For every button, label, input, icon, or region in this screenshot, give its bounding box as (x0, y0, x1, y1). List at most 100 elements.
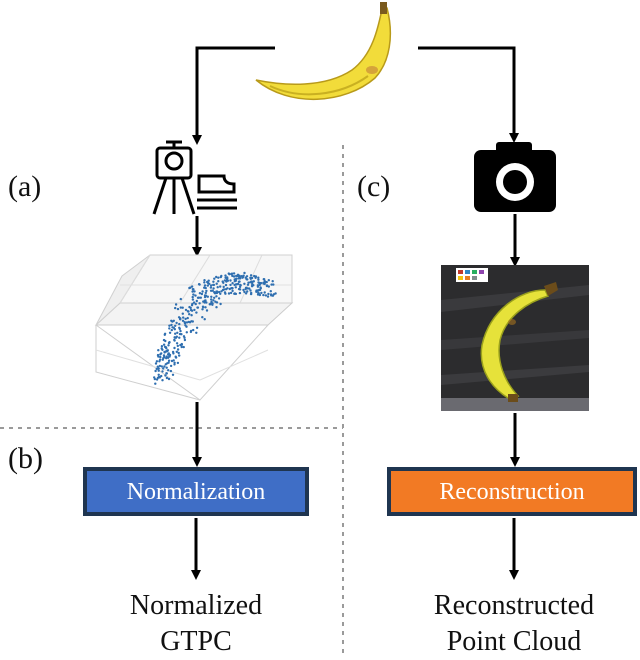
point-cloud-point (195, 326, 199, 329)
point-cloud-point (162, 354, 166, 357)
point-cloud-point (168, 331, 172, 334)
point-cloud-point (170, 323, 173, 327)
point-cloud-point (217, 276, 220, 279)
point-cloud-point (272, 283, 275, 286)
point-cloud-point (265, 284, 269, 288)
point-cloud-point (231, 287, 234, 290)
point-cloud-point (191, 320, 194, 323)
point-cloud-point (172, 352, 175, 355)
point-cloud-point (210, 295, 213, 298)
point-cloud-point (181, 319, 185, 322)
point-cloud-point (205, 309, 209, 312)
point-cloud-point (157, 349, 160, 352)
point-cloud-point (165, 372, 168, 375)
point-cloud-point (184, 317, 187, 321)
point-cloud-point (178, 354, 181, 357)
point-cloud-point (159, 353, 162, 356)
point-cloud-point (229, 291, 233, 295)
point-cloud-point (203, 299, 206, 302)
point-cloud-point (183, 321, 186, 324)
point-cloud-point (245, 278, 248, 281)
point-cloud-point (167, 361, 170, 364)
point-cloud-point (180, 343, 183, 346)
point-cloud-point (226, 279, 230, 282)
point-cloud-point (160, 365, 163, 368)
point-cloud-point (164, 339, 167, 343)
point-cloud-point (180, 345, 183, 349)
point-cloud-point (213, 291, 216, 294)
point-cloud-point (200, 292, 204, 296)
banana-photo (441, 265, 589, 411)
point-cloud-point (197, 296, 201, 299)
point-cloud-point (192, 293, 195, 296)
output-left-line2: GTPC (160, 626, 232, 657)
point-cloud-point (224, 288, 228, 291)
point-cloud-point (240, 275, 243, 278)
laser-scanner-icon (152, 140, 237, 215)
point-cloud-point (224, 283, 228, 287)
point-cloud-point (228, 273, 231, 276)
point-cloud-point (243, 282, 246, 285)
point-cloud-point (212, 287, 215, 290)
point-cloud-point (256, 293, 260, 296)
point-cloud-point (206, 284, 209, 287)
point-cloud-point (242, 288, 245, 292)
reconstruction-box: Reconstruction (387, 467, 637, 516)
banana-image (255, 2, 392, 100)
normalization-box: Normalization (83, 467, 309, 516)
point-cloud-point (162, 367, 165, 370)
point-cloud-point (263, 291, 266, 294)
reconstruction-label: Reconstruction (439, 479, 584, 505)
point-cloud-point (181, 312, 184, 315)
point-cloud-point (153, 376, 156, 379)
point-cloud-point (215, 282, 218, 285)
point-cloud-point (218, 290, 221, 294)
point-cloud-point (198, 302, 201, 305)
point-cloud-point (167, 341, 171, 345)
point-cloud-point (249, 277, 252, 280)
point-cloud-point (244, 292, 248, 295)
point-cloud-point (233, 278, 236, 281)
point-cloud-point (154, 362, 158, 365)
point-cloud-point (178, 332, 182, 336)
point-cloud-point (160, 345, 164, 348)
point-cloud-point (178, 322, 181, 326)
point-cloud-point (164, 374, 167, 377)
point-cloud-point (155, 378, 159, 381)
point-cloud-point (203, 295, 207, 299)
point-cloud-point (257, 276, 260, 279)
point-cloud-point (206, 295, 209, 298)
point-cloud-point (204, 291, 207, 295)
point-cloud-point (219, 302, 222, 306)
point-cloud-point (259, 282, 262, 285)
point-cloud-point (160, 374, 163, 378)
point-cloud-point (263, 278, 266, 281)
point-cloud-point (198, 283, 201, 286)
point-cloud-point (158, 360, 161, 363)
point-cloud-point (233, 292, 237, 295)
point-cloud-point (192, 301, 196, 304)
point-cloud-point (158, 364, 162, 368)
point-cloud-point (167, 377, 171, 381)
point-cloud-point (248, 287, 251, 290)
point-cloud-point (239, 284, 242, 287)
point-cloud-plot (94, 254, 294, 401)
point-cloud-point (184, 308, 188, 312)
point-cloud-point (231, 289, 234, 293)
point-cloud-point (213, 296, 216, 299)
point-cloud-point (249, 274, 253, 277)
point-cloud-point (201, 308, 204, 311)
point-cloud-point (190, 309, 194, 312)
point-cloud-point (269, 290, 272, 293)
arrow-to-camera (418, 46, 519, 143)
point-cloud-point (154, 382, 157, 385)
point-cloud-point (227, 292, 231, 295)
point-cloud-point (219, 292, 222, 295)
point-cloud-point (257, 278, 260, 281)
point-cloud-point (194, 294, 197, 297)
panel-label-c: (c) (357, 170, 390, 203)
point-cloud-point (245, 275, 249, 278)
point-cloud-point (173, 346, 176, 350)
point-cloud-point (207, 279, 210, 282)
point-cloud-point (173, 339, 176, 342)
